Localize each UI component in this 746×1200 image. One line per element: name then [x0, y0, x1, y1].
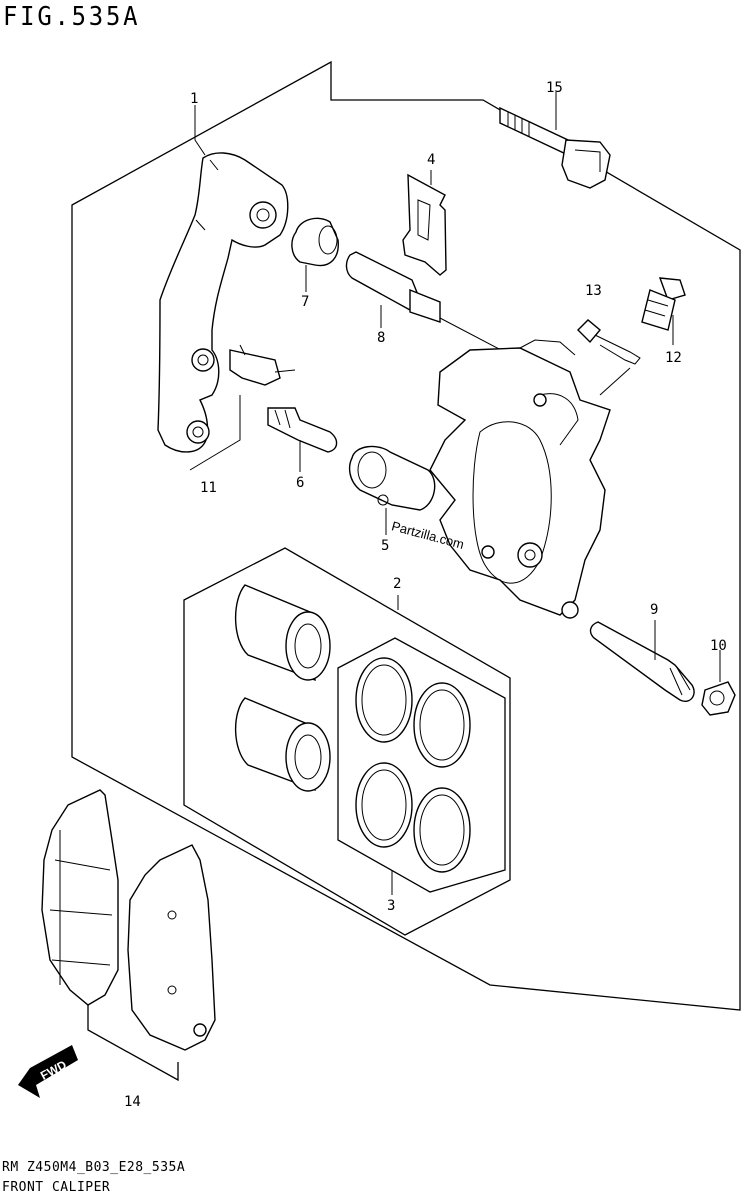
footer-code: RM Z450M4_B03_E28_535A	[2, 1160, 186, 1175]
slide-pin-lower	[267, 407, 338, 453]
seal-set	[355, 657, 471, 873]
brake-pad-front	[41, 789, 119, 1006]
pad-pin	[589, 621, 695, 702]
callout-11: 11	[200, 480, 217, 496]
callout-8: 8	[377, 330, 385, 346]
callout-7: 7	[301, 294, 309, 310]
leader-13	[599, 367, 631, 396]
callout-3: 3	[387, 898, 395, 914]
fwd-arrow-icon: FWD	[18, 1045, 78, 1098]
pad-clip	[229, 344, 296, 386]
callout-4: 4	[427, 152, 435, 168]
pad-set-boundary	[87, 1005, 179, 1082]
figure-title: FIG.535A	[3, 2, 141, 32]
kit-boundary-2	[183, 547, 511, 936]
callout-5: 5	[381, 538, 389, 554]
brake-pad-rear	[127, 844, 216, 1051]
callout-6: 6	[296, 475, 304, 491]
assembly-boundary	[71, 60, 741, 1011]
piston-lower	[234, 697, 331, 792]
caliper-bracket	[157, 152, 289, 453]
callout-12: 12	[665, 350, 682, 366]
callout-2: 2	[393, 576, 401, 592]
slide-pin-upper	[345, 251, 441, 323]
callout-9: 9	[650, 602, 658, 618]
kit-boundary-3	[337, 637, 506, 893]
piston-upper	[234, 584, 331, 682]
pad-spring	[402, 173, 447, 276]
bleeder-cap	[577, 319, 641, 365]
plug	[701, 681, 736, 716]
caliper-body	[429, 339, 611, 619]
callout-15: 15	[546, 80, 563, 96]
callout-13: 13	[585, 283, 602, 299]
callout-14: 14	[124, 1094, 141, 1110]
boot-lower	[348, 445, 436, 511]
callout-10: 10	[710, 638, 727, 654]
mounting-bolt	[499, 106, 611, 189]
bleeder-valve	[641, 277, 686, 331]
callout-1: 1	[190, 91, 198, 107]
leader-11	[189, 395, 241, 471]
leader-1	[194, 105, 206, 156]
footer-name: FRONT CALIPER	[2, 1180, 111, 1195]
boot	[291, 217, 339, 267]
